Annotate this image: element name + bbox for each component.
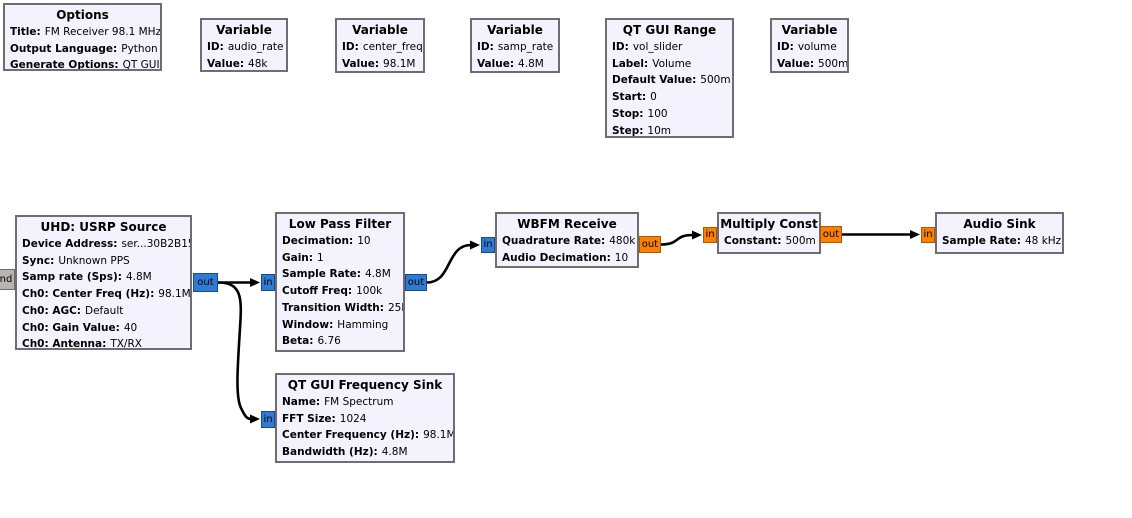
param-cutoff-freq: Cutoff Freq:100k: [282, 285, 383, 298]
block-title: QT GUI Range: [622, 23, 717, 37]
param-start: Start:0: [612, 91, 657, 104]
param-center-frequency: Center Frequency (Hz):98.1M: [282, 429, 455, 442]
block-title: Low Pass Filter: [288, 217, 392, 231]
block-multiply-const[interactable]: Multiply Const Constant:500m: [717, 212, 821, 254]
param-sample-rate: Sample Rate:4.8M: [282, 268, 391, 281]
block-title: QT GUI Frequency Sink: [287, 378, 443, 392]
param-decimation: Decimation:10: [282, 235, 371, 247]
port-wbfm-in[interactable]: in: [481, 237, 495, 253]
port-lpf-out[interactable]: out: [405, 274, 427, 291]
param-step: Step:10m: [612, 124, 672, 137]
block-variable-audio-rate[interactable]: Variable ID:audio_rate Value:48k: [200, 18, 288, 72]
param-output-language: Output Language:Python: [10, 42, 158, 55]
param-title: Title:FM Receiver 98.1 MHz: [10, 26, 162, 38]
port-wbfm-out[interactable]: out: [639, 236, 661, 253]
param-default-value: Default Value:500m: [612, 74, 731, 87]
param-constant: Constant:500m: [724, 235, 816, 247]
param-id: ID:center_freq: [342, 41, 423, 53]
port-usrp-command[interactable]: nd: [0, 269, 15, 290]
param-gain-value: Ch0: Gain Value:40: [22, 321, 138, 334]
port-lpf-in[interactable]: in: [261, 274, 275, 291]
block-low-pass-filter[interactable]: Low Pass Filter Decimation:10 Gain:1 Sam…: [275, 212, 405, 352]
connection-wbfm-to-multiply[interactable]: [660, 230, 702, 246]
block-title: Variable: [216, 23, 272, 37]
param-agc: Ch0: AGC:Default: [22, 304, 124, 317]
block-options[interactable]: Options Title:FM Receiver 98.1 MHz Outpu…: [3, 3, 162, 71]
block-wbfm-receive[interactable]: WBFM Receive Quadrature Rate:480k Audio …: [495, 212, 639, 268]
param-id: ID:samp_rate: [477, 41, 554, 53]
port-multiply-in[interactable]: in: [703, 227, 717, 243]
param-id: ID:vol_slider: [612, 41, 683, 53]
param-value: Value:4.8M: [477, 57, 544, 70]
param-fft-size: FFT Size:1024: [282, 412, 367, 425]
block-title: Multiply Const: [720, 217, 818, 231]
param-gain: Gain:1: [282, 251, 324, 264]
param-window: Window:Hamming: [282, 318, 389, 331]
port-audio-sink-in[interactable]: in: [921, 227, 935, 243]
param-label: Label:Volume: [612, 57, 692, 70]
block-title: UHD: USRP Source: [40, 220, 167, 234]
block-variable-volume[interactable]: Variable ID:volume Value:500m: [770, 18, 849, 73]
block-qt-gui-frequency-sink[interactable]: QT GUI Frequency Sink Name:FM Spectrum F…: [275, 373, 455, 463]
param-stop: Stop:100: [612, 107, 668, 120]
param-audio-decimation: Audio Decimation:10: [502, 251, 629, 264]
block-title: Audio Sink: [963, 217, 1036, 231]
block-variable-samp-rate[interactable]: Variable ID:samp_rate Value:4.8M: [470, 18, 560, 73]
param-center-freq: Ch0: Center Freq (Hz):98.1M: [22, 288, 191, 301]
block-title: Variable: [352, 23, 408, 37]
param-value: Value:98.1M: [342, 57, 416, 70]
param-transition-width: Transition Width:25k: [282, 301, 403, 314]
param-device-address: Device Address:ser...30B2B15: [22, 238, 192, 250]
block-title: WBFM Receive: [517, 217, 617, 231]
block-title: Variable: [781, 23, 838, 37]
param-sync: Sync:Unknown PPS: [22, 254, 130, 267]
param-samp-rate: Samp rate (Sps):4.8M: [22, 271, 152, 284]
param-antenna: Ch0: Antenna:TX/RX: [22, 338, 142, 350]
block-title: Options: [56, 8, 109, 22]
connection-usrp-to-freq-sink[interactable]: [217, 281, 260, 424]
block-audio-sink[interactable]: Audio Sink Sample Rate:48 kHz: [935, 212, 1064, 254]
port-freq-sink-in[interactable]: in: [261, 411, 275, 428]
param-generate-options: Generate Options:QT GUI: [10, 59, 160, 71]
param-id: ID:audio_rate: [207, 41, 284, 53]
connection-lpf-to-wbfm[interactable]: [426, 240, 480, 284]
param-sample-rate: Sample Rate:48 kHz: [942, 235, 1062, 247]
param-quadrature-rate: Quadrature Rate:480k: [502, 235, 636, 247]
block-variable-center-freq[interactable]: Variable ID:center_freq Value:98.1M: [335, 18, 425, 73]
block-title: Variable: [487, 23, 543, 37]
param-value: Value:48k: [207, 57, 268, 70]
param-id: ID:volume: [777, 41, 837, 53]
block-uhd-usrp-source[interactable]: UHD: USRP Source Device Address:ser...30…: [15, 215, 192, 350]
param-beta: Beta:6.76: [282, 335, 341, 348]
port-usrp-out[interactable]: out: [193, 273, 218, 292]
param-value: Value:500m: [777, 57, 849, 70]
param-name: Name:FM Spectrum: [282, 396, 394, 408]
param-bandwidth: Bandwidth (Hz):4.8M: [282, 446, 408, 459]
block-qt-gui-range[interactable]: QT GUI Range ID:vol_slider Label:Volume …: [605, 18, 734, 138]
port-multiply-out[interactable]: out: [820, 226, 842, 243]
